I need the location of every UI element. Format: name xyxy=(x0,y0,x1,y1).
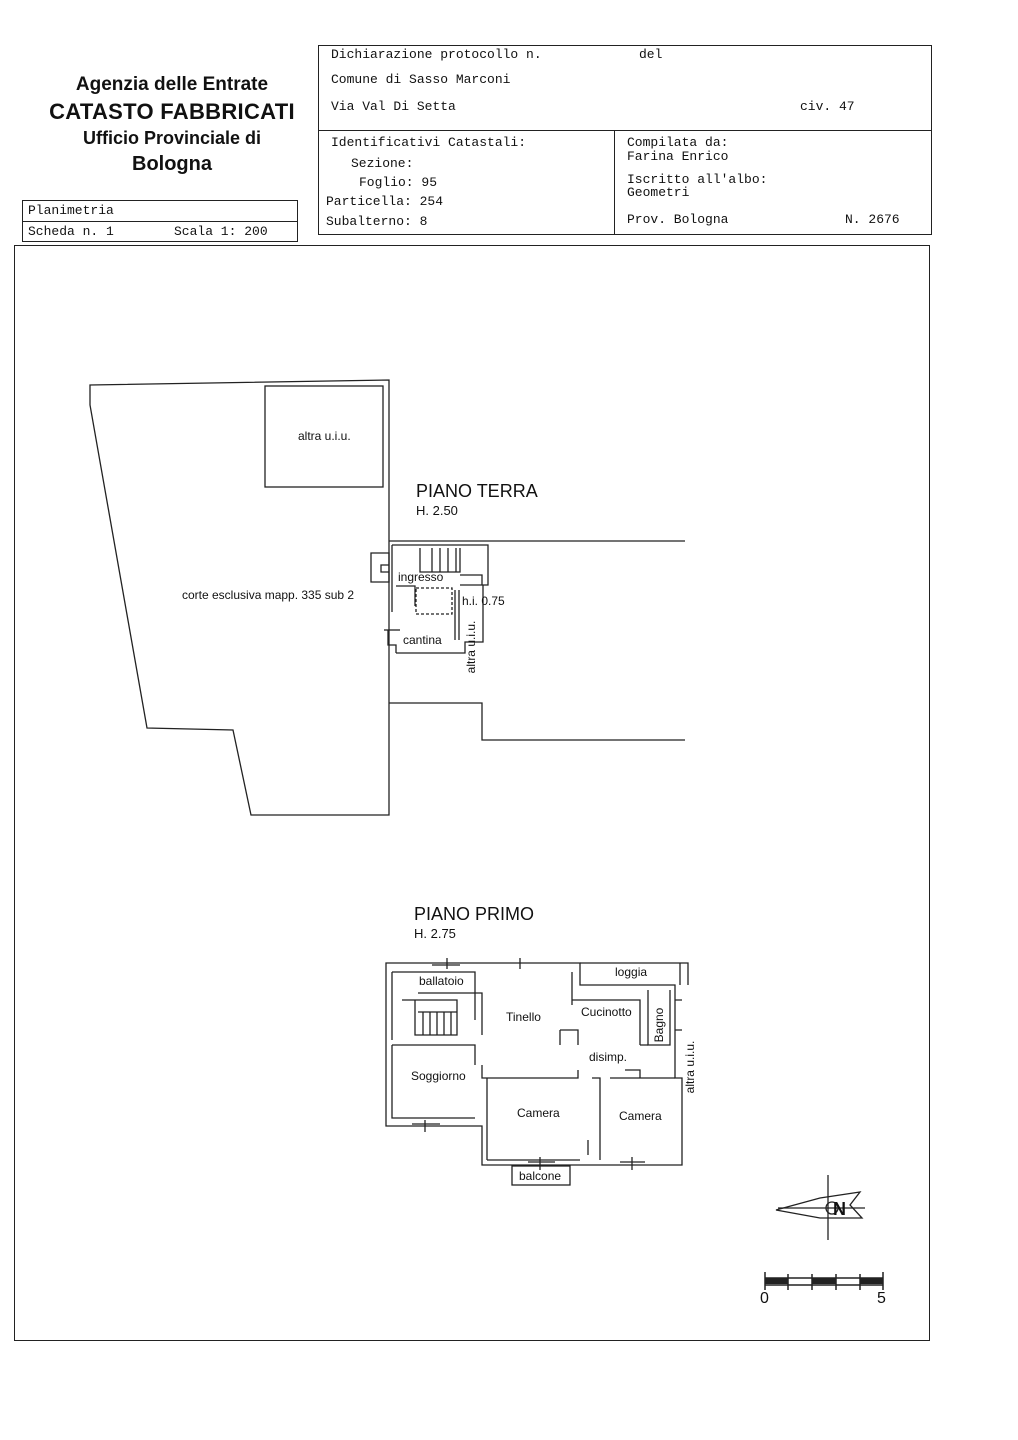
agency-header: Agenzia delle Entrate CATASTO FABBRICATI… xyxy=(22,72,322,178)
first-floor-walls xyxy=(402,999,458,1036)
ground-floor-unit xyxy=(415,587,453,615)
civic-number: civ. 47 xyxy=(800,99,855,114)
planimetria-box: Planimetria Scheda n. 1 Scala 1: 200 xyxy=(22,200,298,242)
compilata-label: Compilata da: xyxy=(627,135,729,150)
altra-uiu-vertical-label: altra u.i.u. xyxy=(464,620,478,674)
first-floor-walls xyxy=(418,992,483,1035)
first-floor-walls xyxy=(391,971,476,1065)
first-floor-walls xyxy=(587,1077,675,1155)
soggiorno-label: Soggiorno xyxy=(411,1069,466,1083)
catasto-title: CATASTO FABBRICATI xyxy=(49,99,295,124)
ballatoio-label: ballatoio xyxy=(419,974,464,988)
piano-primo-title: PIANO PRIMO xyxy=(414,904,535,924)
divider xyxy=(319,130,931,131)
iscritto-label: Iscritto all'albo: xyxy=(627,172,768,187)
balcone-box xyxy=(511,1165,571,1186)
ufficio-city: Bologna xyxy=(132,153,212,175)
door-ticks xyxy=(528,1157,645,1170)
piano-primo-height: H. 2.75 xyxy=(414,926,456,941)
disimpegno-label: disimp. xyxy=(589,1050,628,1064)
planimetria-title: Planimetria xyxy=(28,203,114,218)
camera-label-2: Camera xyxy=(619,1109,662,1123)
first-floor-walls xyxy=(559,1029,579,1045)
protocol-info-box: Dichiarazione protocollo n. del Comune d… xyxy=(318,45,932,235)
protocol-date-label: del xyxy=(639,47,663,62)
ground-floor-unit xyxy=(392,544,489,654)
scale-end-label: 5 xyxy=(877,1290,886,1307)
ufficio-label: Ufficio Provinciale di xyxy=(82,128,262,148)
divider xyxy=(23,221,297,222)
first-floor-walls xyxy=(625,1069,641,1078)
drawing-frame xyxy=(14,245,930,1341)
cucinotto-label: Cucinotto xyxy=(581,1005,632,1019)
building-outline xyxy=(389,702,685,741)
ground-floor-unit xyxy=(387,630,397,653)
registration-number: N. 2676 xyxy=(845,212,900,227)
protocol-label: Dichiarazione protocollo n. xyxy=(331,47,542,62)
loggia-box xyxy=(580,962,689,985)
loggia-label: loggia xyxy=(615,965,648,979)
piano-terra-height: H. 2.50 xyxy=(416,503,458,518)
sezione: Sezione: xyxy=(351,156,414,171)
door-ticks xyxy=(412,1120,440,1132)
ground-floor-unit xyxy=(454,590,460,640)
first-floor-walls xyxy=(481,1065,579,1079)
corte-outline xyxy=(89,379,390,816)
agency-name: Agenzia delle Entrate xyxy=(75,74,269,95)
first-floor-walls xyxy=(391,1045,475,1119)
piano-terra-title: PIANO TERRA xyxy=(416,481,538,501)
albo: Geometri xyxy=(627,185,690,200)
first-floor-outline xyxy=(385,962,683,1166)
camera-label-1: Camera xyxy=(517,1106,560,1120)
ground-floor-unit xyxy=(396,585,416,606)
first-floor-walls xyxy=(418,1011,457,1035)
altra-uiu-box xyxy=(264,385,384,488)
door-ticks xyxy=(432,958,521,969)
ground-floor-unit xyxy=(370,552,390,583)
window-marks xyxy=(675,999,682,1031)
balcone-label: balcone xyxy=(519,1169,562,1183)
scale-ratio: Scala 1: 200 xyxy=(174,224,268,239)
province: Prov. Bologna xyxy=(627,212,729,227)
internal-height-label: h.i. 0.75 xyxy=(462,594,505,608)
foglio: Foglio: 95 xyxy=(359,175,438,190)
subalterno: Subalterno: 8 xyxy=(326,214,428,229)
compass-icon xyxy=(775,1175,865,1240)
corte-label: corte esclusiva mapp. 335 sub 2 xyxy=(182,588,355,602)
tinello-label: Tinello xyxy=(506,1010,541,1024)
first-floor-walls xyxy=(592,1077,601,1160)
divider xyxy=(614,130,615,234)
altra-uiu-label: altra u.i.u. xyxy=(298,429,351,443)
ingresso-label: ingresso xyxy=(398,570,444,584)
cantina-label: cantina xyxy=(403,633,442,647)
ground-floor-unit xyxy=(431,548,457,572)
compilata-name: Farina Enrico xyxy=(627,149,729,164)
ground-floor-unit xyxy=(380,564,389,573)
first-floor-walls xyxy=(647,990,671,1046)
scheda-number: Scheda n. 1 xyxy=(28,224,114,239)
altra-uiu-vertical-label-2: altra u.i.u. xyxy=(683,1040,697,1094)
compass-north-letter: N xyxy=(833,1199,846,1219)
first-floor-walls xyxy=(571,972,648,1046)
identificativi-title: Identificativi Catastali: xyxy=(331,135,527,150)
comune: Comune di Sasso Marconi xyxy=(331,72,511,87)
address: Via Val Di Setta xyxy=(331,99,456,114)
ground-floor-unit xyxy=(460,574,483,586)
scale-start-label: 0 xyxy=(760,1290,769,1307)
scale-bar xyxy=(764,1272,884,1290)
bagno-label: Bagno xyxy=(652,1007,666,1043)
first-floor-walls xyxy=(486,1078,580,1161)
particella: Particella: 254 xyxy=(326,194,444,209)
